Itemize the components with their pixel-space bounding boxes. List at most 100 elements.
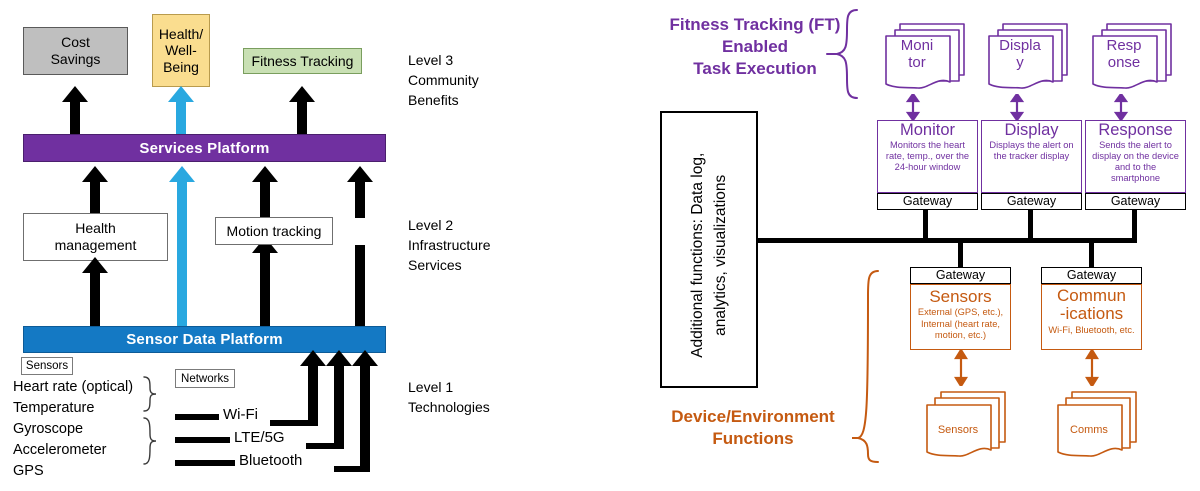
ft-brace xyxy=(826,9,858,99)
display-doc[interactable]: Displa y xyxy=(985,19,1071,93)
left-diagram: Cost Savings Health/ Well- Being Fitness… xyxy=(0,0,560,491)
sensor-item: Gyroscope xyxy=(13,420,84,437)
bus-drop-sensors xyxy=(958,238,963,270)
level-2-label: Level 2 Infrastructure Services xyxy=(408,216,490,276)
networks-tag-label: Networks xyxy=(181,372,229,385)
sensors-tag: Sensors xyxy=(21,357,73,375)
fitness-tracking-box[interactable]: Fitness Tracking xyxy=(243,48,362,74)
display-doc-label: Displa y xyxy=(985,37,1055,72)
response-box-desc: Sends the alert to display on the device… xyxy=(1092,139,1179,184)
ft-heading-line2: Enabled xyxy=(721,37,789,57)
communications-box-title-line1: Commun xyxy=(1057,286,1126,305)
gateway-display-label: Gateway xyxy=(1006,194,1057,209)
services-platform-label: Services Platform xyxy=(139,139,270,157)
gateway-sensors-label: Gateway xyxy=(935,268,986,283)
communications-box-desc: Wi-Fi, Bluetooth, etc. xyxy=(1048,324,1135,335)
comms-doc[interactable]: Comms xyxy=(1054,388,1140,460)
level2-upper-arrows xyxy=(82,166,373,218)
bus-drop-response xyxy=(1132,210,1137,243)
monitor-doc-line2: tor xyxy=(908,53,926,71)
ft-enabled-heading: Fitness Tracking (FT) Enabled Task Execu… xyxy=(655,14,855,80)
gateway-response-label: Gateway xyxy=(1110,194,1161,209)
level3-arrows xyxy=(62,86,315,140)
sensor-item: Temperature xyxy=(13,399,95,416)
sensor-item: Heart rate (optical) xyxy=(13,379,134,395)
gateway-monitor[interactable]: Gateway xyxy=(877,193,978,210)
sensors-box[interactable]: Sensors External (GPS, etc.), Internal (… xyxy=(910,284,1011,350)
monitor-box-title: Monitor xyxy=(899,121,956,139)
response-box-title: Response xyxy=(1098,121,1173,139)
level-3-label: Level 3 Community Benefits xyxy=(408,51,479,111)
bluetooth-line-left xyxy=(175,460,235,466)
sensor-data-platform-bar[interactable]: Sensor Data Platform xyxy=(23,326,386,353)
ft-heading-line1: Fitness Tracking (FT) xyxy=(669,15,841,34)
comms-doc-label: Comms xyxy=(1070,424,1108,436)
bus-drop-comms xyxy=(1089,238,1094,270)
level-1-line2: Technologies xyxy=(408,398,490,415)
device-heading-line2: Functions xyxy=(712,429,794,449)
additional-functions-box[interactable]: Additional functions: Data log, analytic… xyxy=(660,111,758,388)
services-platform-bar[interactable]: Services Platform xyxy=(23,134,386,162)
communications-box[interactable]: Commun -ications Wi-Fi, Bluetooth, etc. xyxy=(1041,284,1142,350)
highlight-riser xyxy=(177,182,187,327)
response-doc[interactable]: Resp onse xyxy=(1089,19,1175,93)
level1-to-level2-arrows xyxy=(82,245,365,327)
sensor-list: Heart rate (optical) Temperature Gyrosco… xyxy=(13,377,163,481)
task-doc-connectors xyxy=(905,94,1129,120)
sensors-doc-label: Sensors xyxy=(937,424,979,436)
networks-tag: Networks xyxy=(175,369,235,388)
gateway-communications[interactable]: Gateway xyxy=(1041,267,1142,284)
gateway-communications-label: Gateway xyxy=(1066,268,1117,283)
sensor-data-platform-label: Sensor Data Platform xyxy=(126,331,283,348)
monitor-box[interactable]: Monitor Monitors the heart rate, temp., … xyxy=(877,120,978,193)
lte5g-label: LTE/5G xyxy=(234,429,285,446)
health-label-line2: Well- xyxy=(165,42,197,59)
motion-tracking-box[interactable]: Motion tracking xyxy=(215,217,333,245)
display-doc-line1: Displa xyxy=(999,37,1041,54)
health-wellbeing-box[interactable]: Health/ Well- Being xyxy=(152,14,210,87)
fitness-tracking-label: Fitness Tracking xyxy=(251,52,354,69)
additional-functions-line2: analytics, visualizations xyxy=(712,174,729,336)
device-functions-brace xyxy=(852,270,879,463)
wifi-label: Wi-Fi xyxy=(223,406,258,423)
sensors-tag-label: Sensors xyxy=(25,360,69,372)
display-box-desc: Displays the alert on the tracker displa… xyxy=(989,139,1074,161)
monitor-doc[interactable]: Moni tor xyxy=(882,19,968,93)
level-3-line2: Community xyxy=(408,71,479,88)
response-box[interactable]: Response Sends the alert to display on t… xyxy=(1085,120,1186,193)
level-3-line1: Level 3 xyxy=(408,52,454,68)
communications-box-title-line2: -ications xyxy=(1059,304,1124,324)
level-1-label: Level 1 Technologies xyxy=(408,378,490,418)
response-doc-line2: onse xyxy=(1107,53,1141,71)
sensors-doc[interactable]: Sensors xyxy=(923,388,1009,460)
gateway-sensors[interactable]: Gateway xyxy=(910,267,1011,284)
response-doc-label: Resp onse xyxy=(1089,37,1159,72)
monitor-doc-line1: Moni xyxy=(900,37,934,54)
health-management-box[interactable]: Health management xyxy=(23,213,168,261)
network-connector-arrows xyxy=(270,350,378,472)
level-2-line1: Level 2 xyxy=(408,217,454,233)
additional-functions-text: Additional functions: Data log, analytic… xyxy=(686,120,733,390)
display-box[interactable]: Display Displays the alert on the tracke… xyxy=(981,120,1082,193)
device-doc-connectors xyxy=(954,350,1099,386)
sensor-group-braces xyxy=(143,376,157,465)
gateway-display[interactable]: Gateway xyxy=(981,193,1082,210)
display-box-title: Display xyxy=(1004,121,1059,139)
gateway-monitor-label: Gateway xyxy=(902,194,953,209)
cost-savings-label-line2: Savings xyxy=(50,51,101,67)
motion-tracking-label: Motion tracking xyxy=(226,222,322,239)
device-environment-heading: Device/Environment Functions xyxy=(658,406,848,450)
monitor-box-desc: Monitors the heart rate, temp., over the… xyxy=(885,139,970,173)
response-doc-line1: Resp xyxy=(1106,37,1142,54)
level-2-line3: Services xyxy=(408,256,462,273)
cost-savings-box[interactable]: Cost Savings xyxy=(23,27,128,75)
bus-drop-monitor xyxy=(923,210,928,243)
bus-drop-display xyxy=(1028,210,1033,243)
gateway-response[interactable]: Gateway xyxy=(1085,193,1186,210)
sensors-box-desc: External (GPS, etc.), Internal (heart ra… xyxy=(917,307,1004,341)
bluetooth-label: Bluetooth xyxy=(239,452,303,469)
level-1-line1: Level 1 xyxy=(408,379,454,395)
health-label-line1: Health/ xyxy=(158,25,204,42)
level-2-line2: Infrastructure xyxy=(408,236,491,253)
wifi-line-left xyxy=(175,414,219,420)
